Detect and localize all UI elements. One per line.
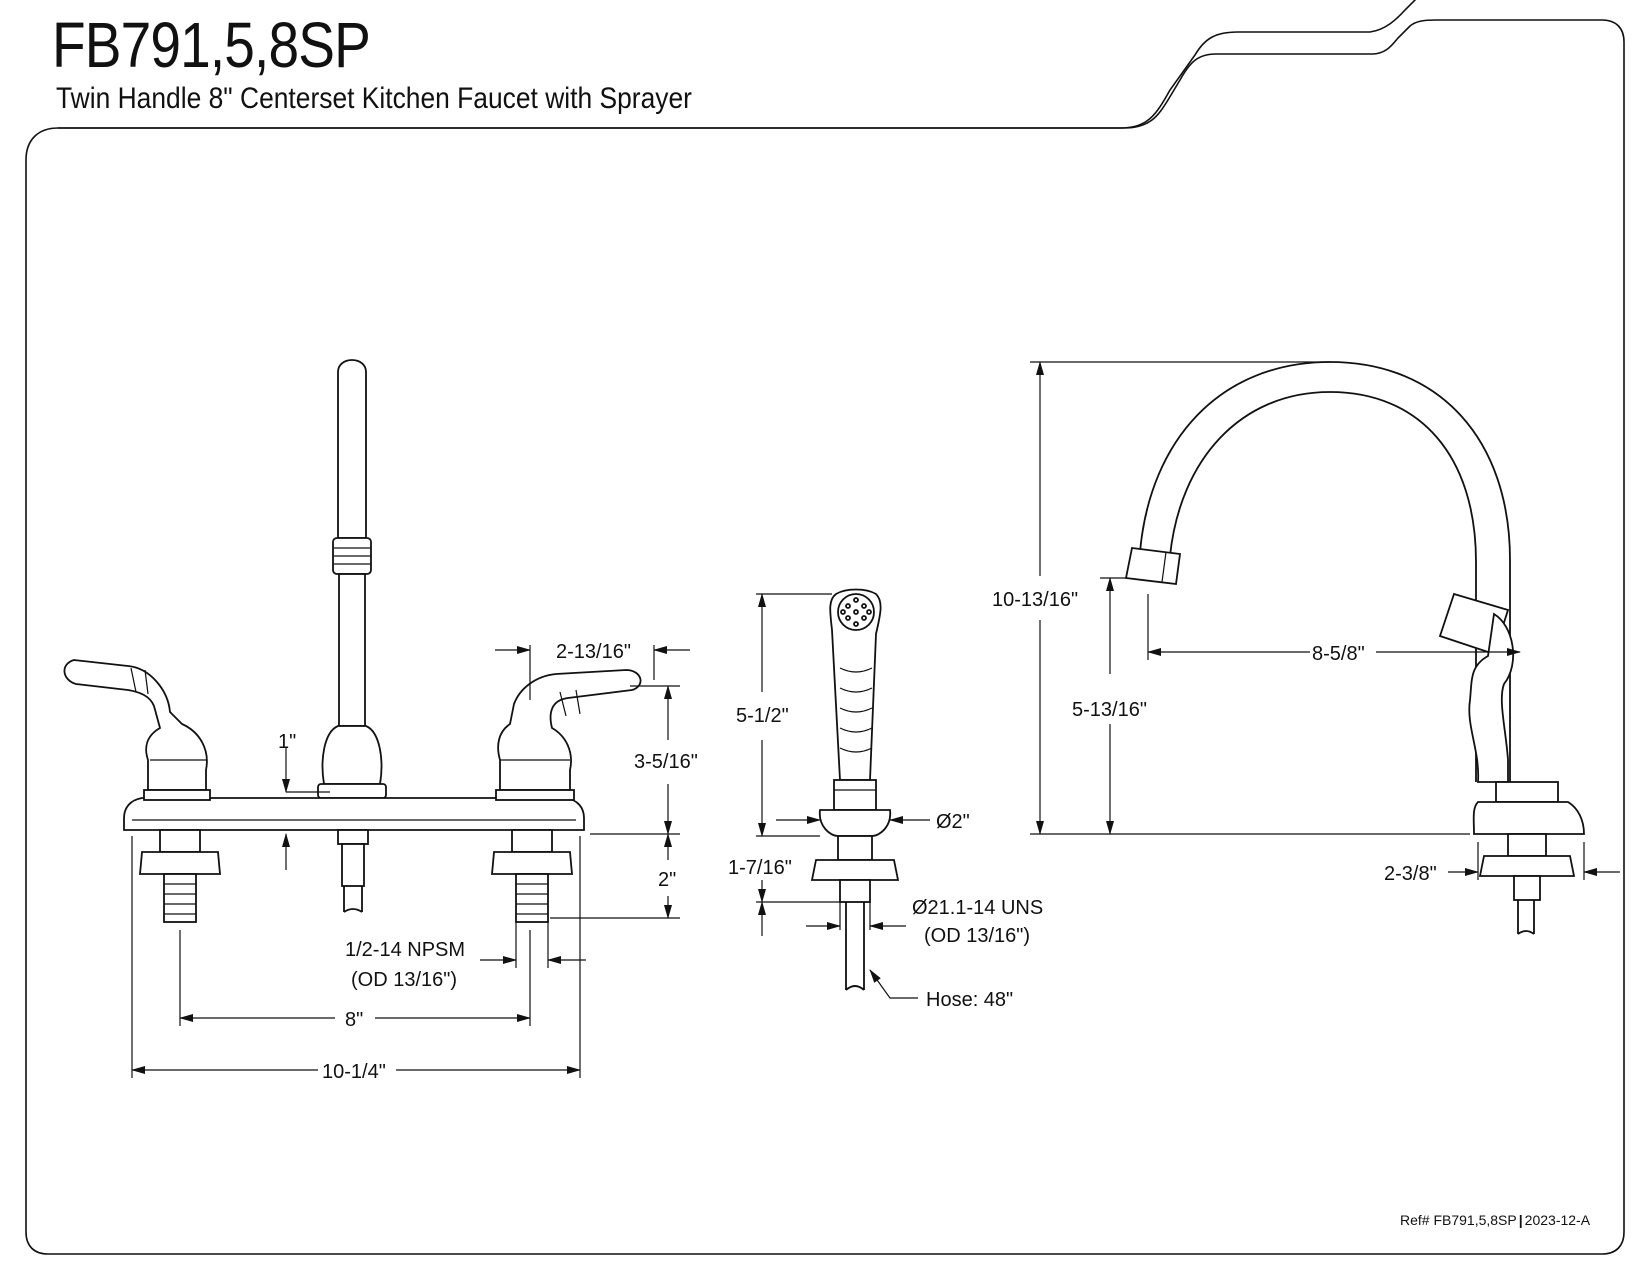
dim-overall-height: 10-13/16" — [992, 589, 1078, 611]
dim-sprayer-diameter: Ø2" — [936, 811, 970, 833]
front-view-faucet — [63, 359, 642, 923]
sprayer-thread-spec: Ø21.1-14 UNS — [912, 897, 1043, 919]
sprayer-hose-length: Hose: 48" — [926, 989, 1013, 1011]
revision-code: 2023-12-A — [1524, 1212, 1591, 1228]
side-view-dimensions: 10-13/16" 8-5/8" 5-13/16" 2-3/8" — [992, 361, 1620, 885]
dim-deck-thickness: 1" — [278, 731, 296, 753]
dim-overall-width: 10-1/4" — [322, 1061, 386, 1083]
dim-spout-reach: 8-5/8" — [1312, 643, 1365, 665]
sheet-border — [25, 19, 1625, 1255]
model-number: FB791,5,8SP — [52, 9, 371, 81]
dim-sprayer-mount-depth: 1-7/16" — [728, 857, 792, 879]
dim-centerset: 8" — [345, 1009, 363, 1031]
sprayer-dimensions: 5-1/2" Ø2" 1-7/16" Ø21.1-14 UNS (OD 13/1… — [728, 593, 1043, 1011]
dim-shank-length: 2" — [658, 869, 676, 891]
sheet-frame — [58, 0, 1417, 129]
side-view-faucet — [1124, 361, 1585, 935]
front-thread-spec: 1/2-14 NPSM — [345, 939, 465, 961]
dim-spout-height: 5-13/16" — [1072, 699, 1147, 721]
sprayer-view — [810, 588, 900, 991]
dim-handle-height: 3-5/16" — [634, 751, 698, 773]
front-thread-od: (OD 13/16") — [351, 969, 457, 991]
sprayer-thread-od: (OD 13/16") — [924, 925, 1030, 947]
ref-number: Ref# FB791,5,8SP — [1400, 1212, 1517, 1228]
dim-base-width: 2-3/8" — [1384, 863, 1437, 885]
dim-sprayer-height: 5-1/2" — [736, 705, 789, 727]
product-description: Twin Handle 8" Centerset Kitchen Faucet … — [56, 82, 692, 115]
front-view-dimensions: 2-13/16" 3-5/16" 1" 2" 1/2-14 NPSM (OD 1… — [131, 641, 698, 1083]
reference-label: Ref# FB791,5,8SP|2023-12-A — [1400, 1212, 1591, 1228]
dim-handle-spacing: 2-13/16" — [556, 641, 631, 663]
